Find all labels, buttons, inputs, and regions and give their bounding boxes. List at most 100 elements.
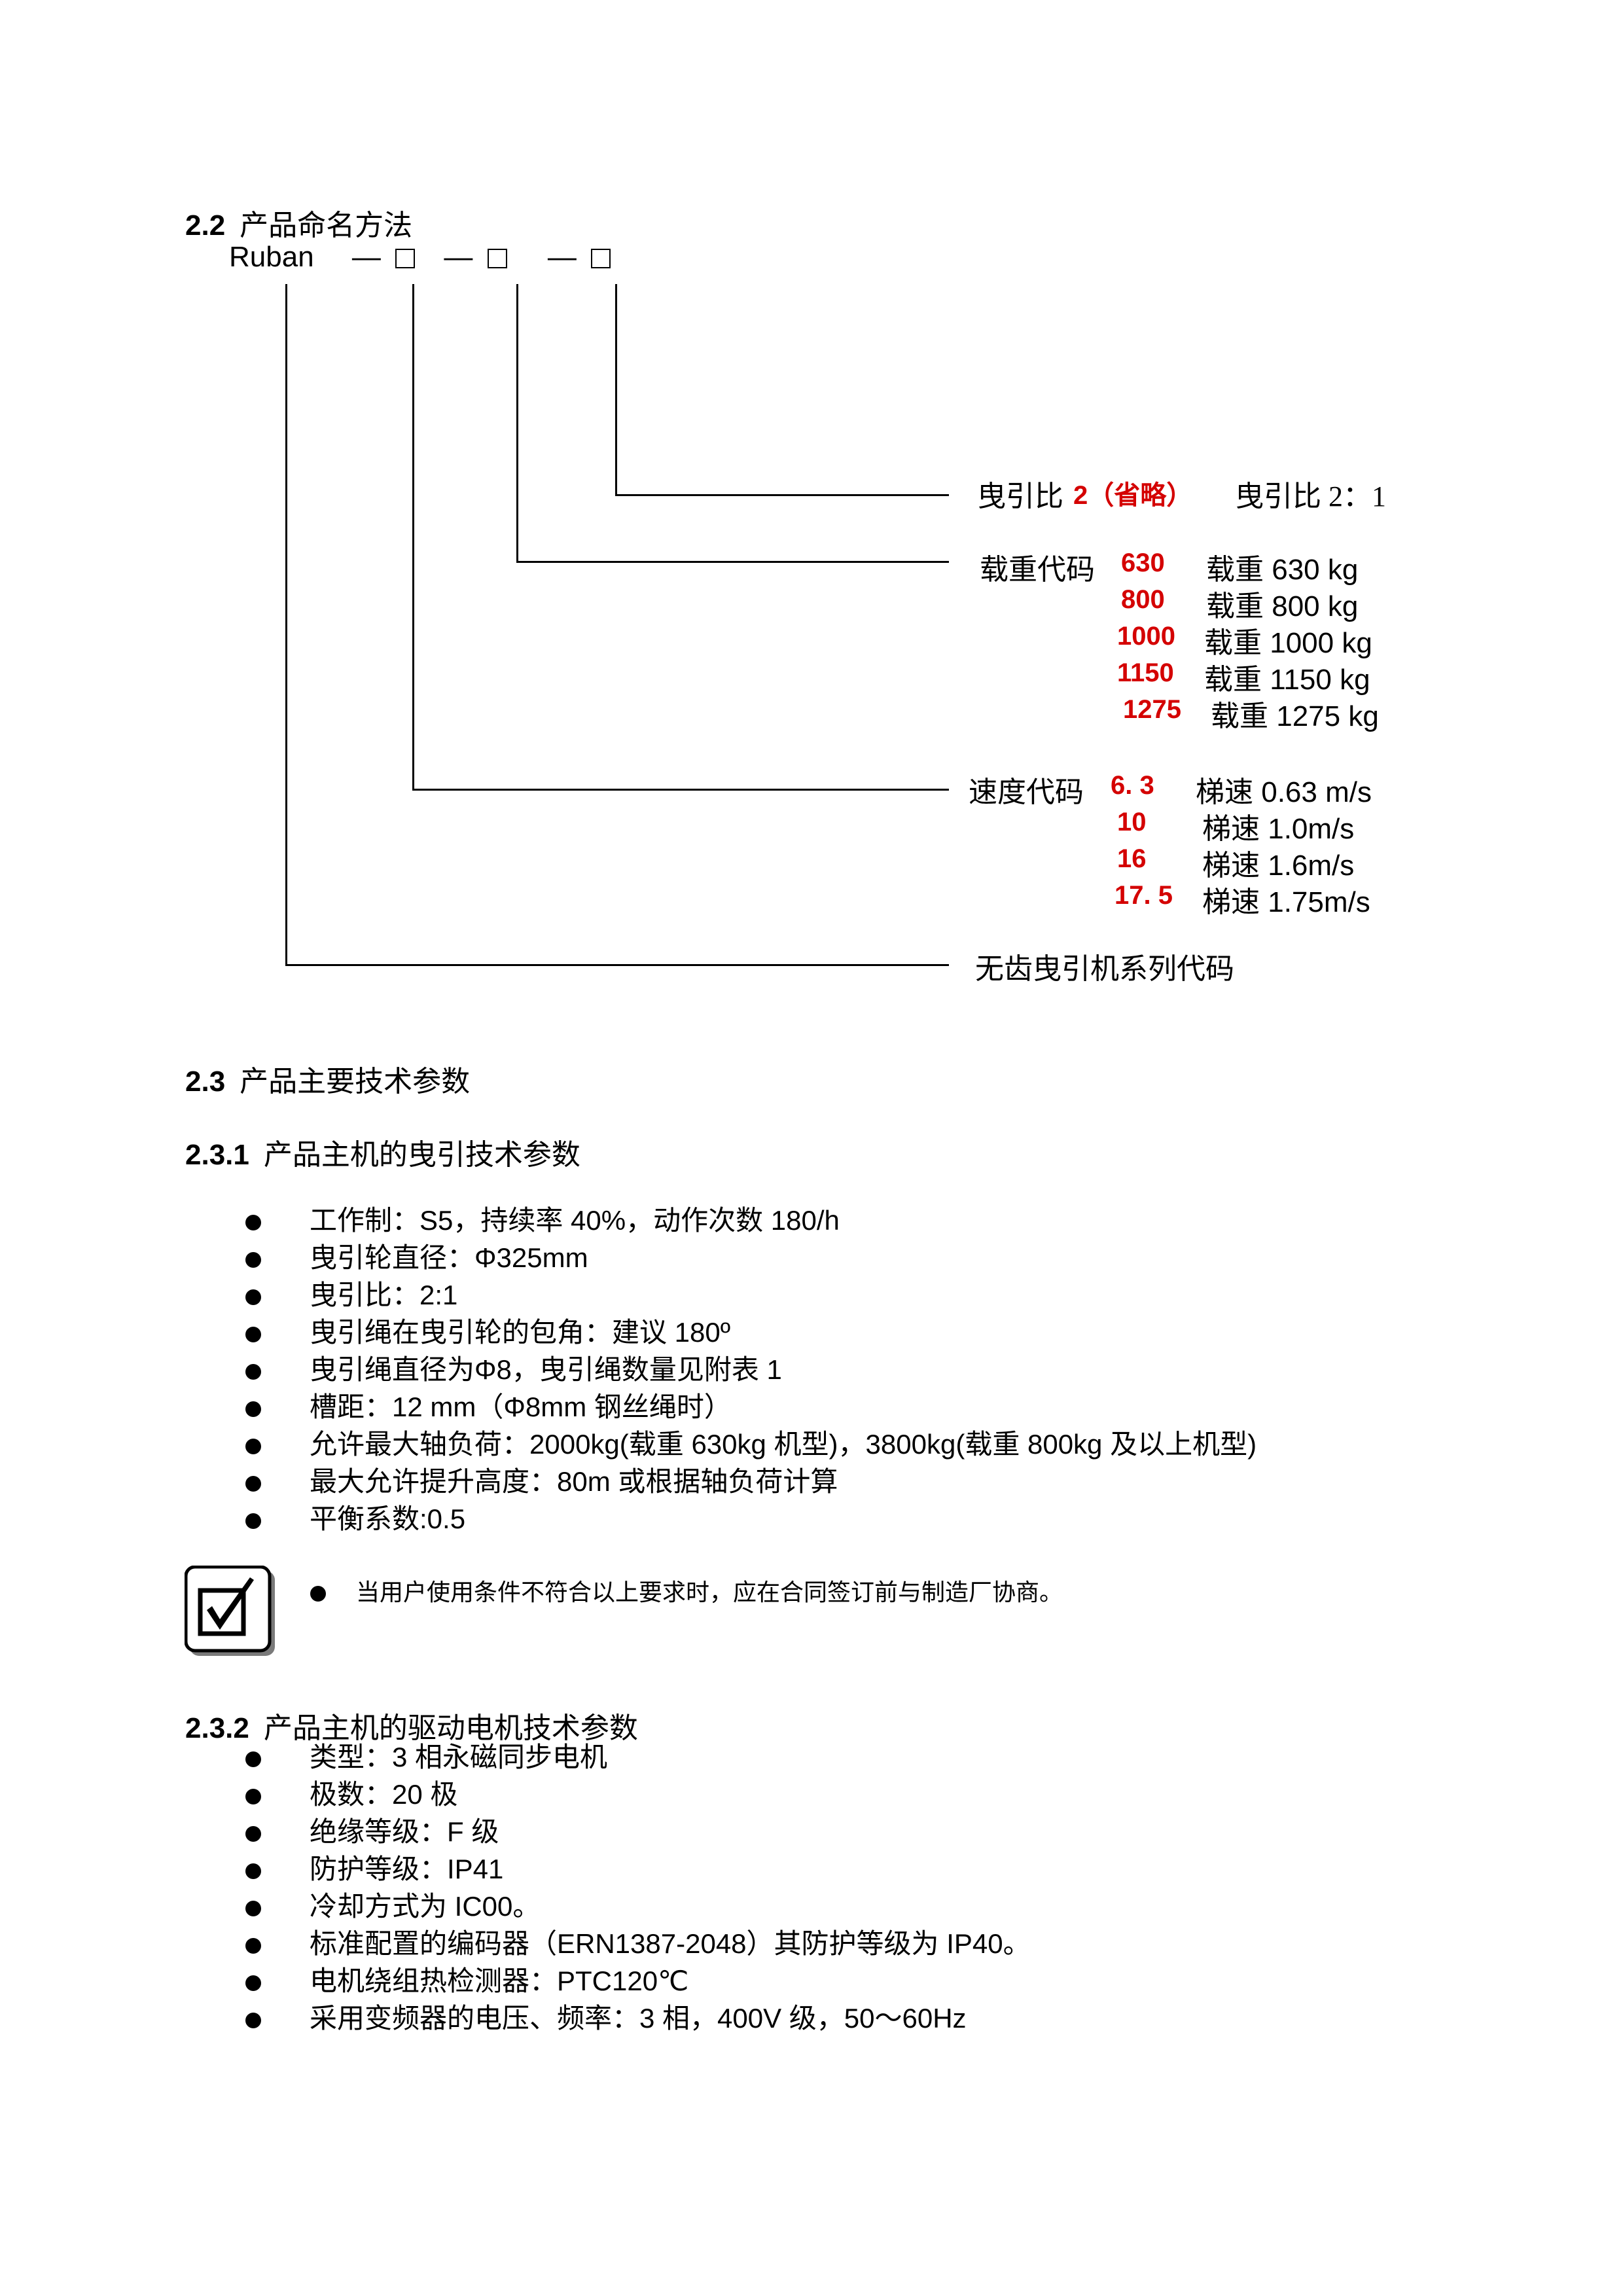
list-item: 绝缘等级：F 级 bbox=[185, 1813, 1031, 1850]
checkmark-icon bbox=[184, 1565, 277, 1659]
list-item-text: 曳引绳在曳引轮的包角：建议 180º bbox=[310, 1317, 731, 1348]
list-item: 曳引绳在曳引轮的包角：建议 180º bbox=[185, 1314, 1257, 1351]
section-number: 2.3.1 bbox=[185, 1139, 249, 1171]
load-desc: 载重 1275 kg bbox=[1211, 700, 1379, 732]
bullet-icon bbox=[245, 1975, 261, 1991]
speed-code: 17. 5 bbox=[1115, 881, 1173, 910]
section-heading-naming: 2.2 产品命名方法 bbox=[185, 202, 412, 243]
list-item: 采用变频器的电压、频率：3 相，400V 级，50～60Hz bbox=[185, 2000, 1031, 2037]
speed-desc: 梯速 1.75m/s bbox=[1202, 886, 1370, 918]
placeholder-box bbox=[395, 249, 416, 269]
list-item: 槽距：12 mm（Φ8mm 钢丝绳时） bbox=[185, 1388, 1257, 1426]
list-item: 曳引绳直径为Φ8，曳引绳数量见附表 1 bbox=[185, 1351, 1257, 1388]
bullet-icon bbox=[245, 1476, 261, 1492]
bullet-icon bbox=[245, 1401, 261, 1417]
motor-param-list: 类型：3 相永磁同步电机 极数：20 极 绝缘等级：F 级 防护等级：IP41 … bbox=[185, 1738, 1031, 2037]
bullet-icon bbox=[245, 1252, 261, 1268]
series-label: 无齿曳引机系列代码 bbox=[975, 953, 1234, 985]
bullet-icon bbox=[310, 1586, 326, 1602]
list-item: 最大允许提升高度：80m 或根据轴负荷计算 bbox=[185, 1463, 1257, 1500]
list-item: 曳引轮直径：Φ325mm bbox=[185, 1239, 1257, 1276]
load-code: 1275 bbox=[1123, 695, 1181, 724]
bullet-icon bbox=[245, 2013, 261, 2028]
section-number: 2.3 bbox=[185, 1066, 226, 1098]
section-title: 产品命名方法 bbox=[240, 209, 413, 242]
list-item-text: 绝缘等级：F 级 bbox=[310, 1816, 499, 1847]
dash: — bbox=[351, 241, 381, 273]
load-code: 800 bbox=[1121, 585, 1165, 614]
ratio-label: 曳引比 bbox=[977, 480, 1063, 512]
section-title: 产品主机的驱动电机技术参数 bbox=[263, 1712, 638, 1744]
list-item: 冷却方式为 IC00。 bbox=[185, 1888, 1031, 1925]
load-desc: 载重 800 kg bbox=[1206, 590, 1359, 622]
list-item: 类型：3 相永磁同步电机 bbox=[185, 1738, 1031, 1776]
speed-label: 速度代码 bbox=[969, 776, 1084, 808]
list-item: 防护等级：IP41 bbox=[185, 1850, 1031, 1888]
traction-param-list: 工作制：S5，持续率 40%，动作次数 180/h 曳引轮直径：Φ325mm 曳… bbox=[185, 1202, 1257, 1537]
load-label: 载重代码 bbox=[980, 554, 1095, 586]
list-item-text: 防护等级：IP41 bbox=[310, 1854, 504, 1884]
list-item: 标准配置的编码器（ERN1387-2048）其防护等级为 IP40。 bbox=[185, 1925, 1031, 1962]
placeholder-box bbox=[487, 249, 507, 269]
model-prefix: Ruban bbox=[229, 241, 314, 273]
section-title: 产品主机的曳引技术参数 bbox=[263, 1139, 580, 1171]
list-item-text: 平衡系数:0.5 bbox=[310, 1503, 466, 1534]
bullet-icon bbox=[245, 1364, 261, 1380]
placeholder-box bbox=[591, 249, 611, 269]
bullet-icon bbox=[245, 1826, 261, 1842]
list-item: 曳引比：2:1 bbox=[185, 1276, 1257, 1314]
bullet-icon bbox=[245, 1513, 261, 1529]
bullet-icon bbox=[245, 1863, 261, 1879]
bullet-icon bbox=[245, 1789, 261, 1804]
speed-code: 6. 3 bbox=[1111, 771, 1154, 800]
speed-desc: 梯速 1.6m/s bbox=[1202, 850, 1355, 882]
bullet-icon bbox=[245, 1289, 261, 1305]
list-item: 极数：20 极 bbox=[185, 1776, 1031, 1813]
bullet-icon bbox=[245, 1901, 261, 1916]
ratio-desc: 曳引比 2：1 bbox=[1235, 480, 1386, 512]
connector-line bbox=[615, 494, 949, 496]
connector-line bbox=[412, 789, 949, 791]
list-item: 平衡系数:0.5 bbox=[185, 1500, 1257, 1537]
list-item-text: 曳引轮直径：Φ325mm bbox=[310, 1242, 588, 1273]
list-item-text: 工作制：S5，持续率 40%，动作次数 180/h bbox=[310, 1205, 840, 1236]
list-item-text: 曳引比：2:1 bbox=[310, 1280, 458, 1310]
speed-code: 10 bbox=[1117, 808, 1147, 836]
section-heading-traction: 2.3.1 产品主机的曳引技术参数 bbox=[185, 1131, 580, 1173]
bullet-icon bbox=[245, 1938, 261, 1954]
connector-line bbox=[412, 284, 414, 790]
dash: — bbox=[444, 241, 473, 273]
section-heading-params: 2.3 产品主要技术参数 bbox=[185, 1058, 470, 1100]
section-number: 2.2 bbox=[185, 209, 226, 242]
bullet-icon bbox=[245, 1327, 261, 1342]
connector-line bbox=[285, 964, 949, 966]
list-item-text: 最大允许提升高度：80m 或根据轴负荷计算 bbox=[310, 1466, 838, 1497]
model-code: Ruban — — — bbox=[229, 241, 617, 274]
bullet-icon bbox=[245, 1215, 261, 1230]
list-item-text: 槽距：12 mm（Φ8mm 钢丝绳时） bbox=[310, 1391, 732, 1422]
connector-line bbox=[615, 284, 617, 495]
load-desc: 载重 1000 kg bbox=[1204, 627, 1372, 659]
list-item-text: 冷却方式为 IC00。 bbox=[310, 1891, 541, 1922]
list-item: 电机绕组热检测器：PTC120℃ bbox=[185, 1962, 1031, 2000]
speed-desc: 梯速 0.63 m/s bbox=[1196, 776, 1372, 808]
section-title: 产品主要技术参数 bbox=[240, 1066, 471, 1098]
load-code: 630 bbox=[1121, 548, 1165, 577]
list-item: 允许最大轴负荷：2000kg(载重 630kg 机型)，3800kg(载重 80… bbox=[185, 1426, 1257, 1463]
list-item-text: 标准配置的编码器（ERN1387-2048）其防护等级为 IP40。 bbox=[310, 1928, 1031, 1959]
list-item-text: 采用变频器的电压、频率：3 相，400V 级，50～60Hz bbox=[310, 2003, 967, 2034]
connector-line bbox=[516, 284, 518, 562]
connector-line bbox=[516, 561, 949, 563]
list-item: 工作制：S5，持续率 40%，动作次数 180/h bbox=[185, 1202, 1257, 1239]
bullet-icon bbox=[245, 1439, 261, 1454]
speed-code: 16 bbox=[1117, 844, 1147, 873]
bullet-icon bbox=[245, 1751, 261, 1767]
list-item-text: 电机绕组热检测器：PTC120℃ bbox=[310, 1965, 689, 1996]
dash: — bbox=[547, 241, 577, 273]
list-item-text: 类型：3 相永磁同步电机 bbox=[310, 1742, 608, 1772]
load-desc: 载重 1150 kg bbox=[1204, 664, 1370, 696]
ratio-code: 2（省略） bbox=[1073, 481, 1193, 510]
note-text: 当用户使用条件不符合以上要求时，应在合同签订前与制造厂协商。 bbox=[356, 1579, 1063, 1605]
load-desc: 载重 630 kg bbox=[1206, 554, 1359, 586]
